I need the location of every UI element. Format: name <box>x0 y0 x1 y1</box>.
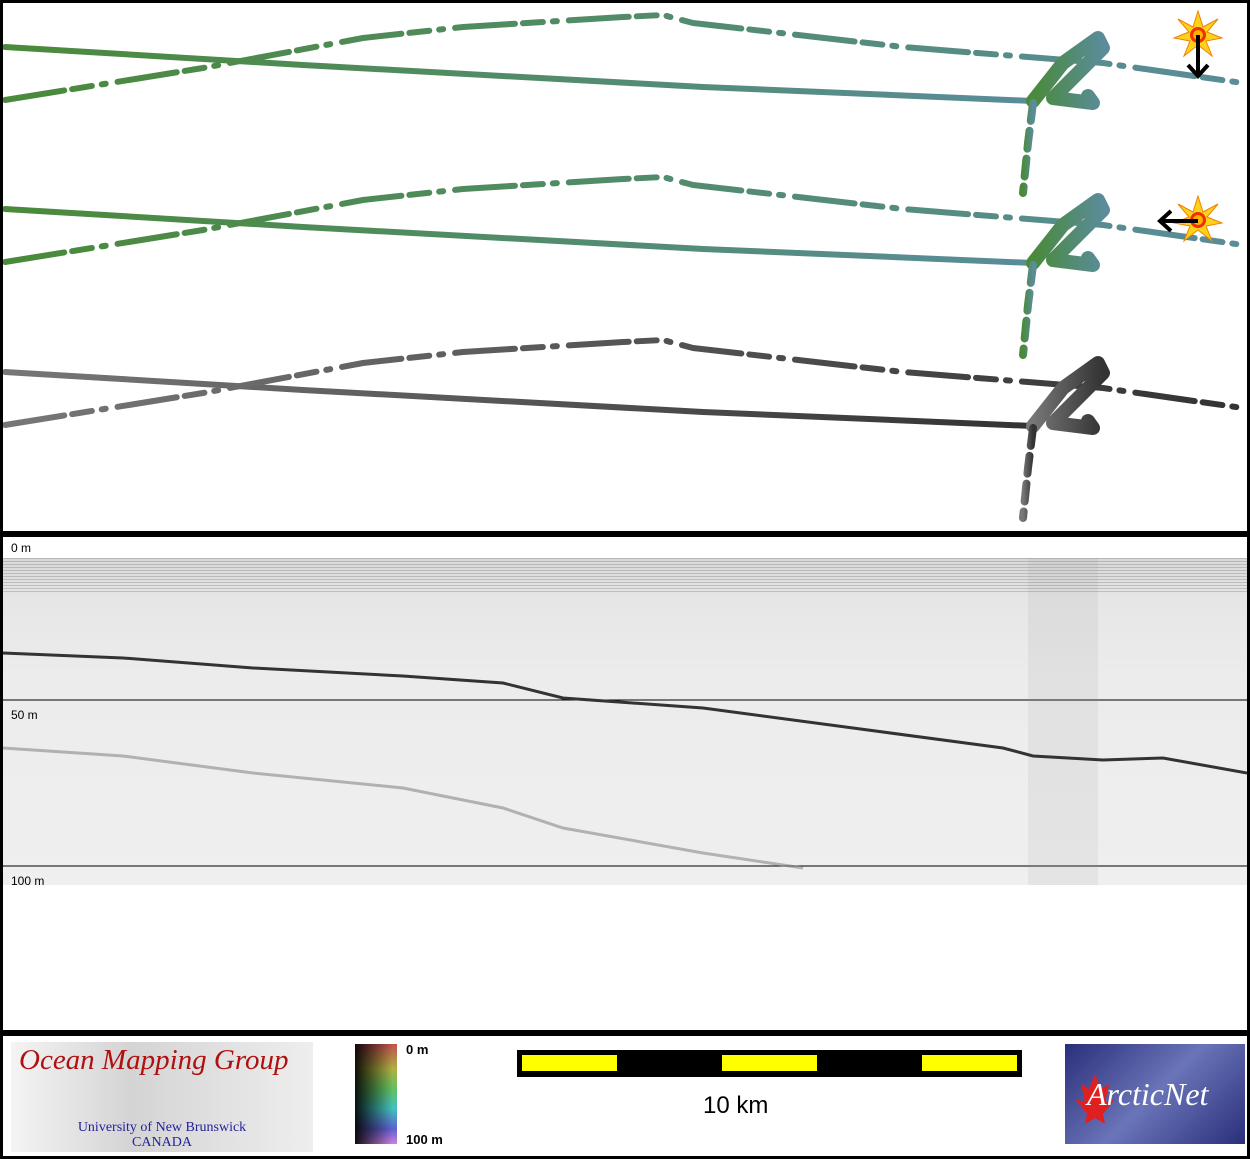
track-map <box>3 3 1247 531</box>
track-rendering-2 <box>3 174 1246 359</box>
survey-track <box>1019 261 1037 359</box>
depth-label-100: 100 m <box>11 874 45 888</box>
ocean-mapping-group-logo: Ocean Mapping Group University of New Br… <box>11 1042 313 1152</box>
survey-track <box>1019 424 1037 522</box>
colorbar-bottom-label: 100 m <box>406 1132 443 1147</box>
org-title: Ocean Mapping Group <box>19 1044 289 1076</box>
survey-track <box>3 174 1246 265</box>
survey-track <box>3 44 1036 104</box>
arrow-left-icon <box>1157 209 1198 233</box>
arrow-down-icon <box>1186 35 1210 79</box>
divider <box>0 531 1250 537</box>
sonar-profile-panel: 0 m 50 m 100 m <box>3 537 1247 1030</box>
depth-colorbar <box>355 1044 397 1144</box>
track-rendering-1 <box>3 12 1246 197</box>
org-country: CANADA <box>132 1135 192 1150</box>
survey-track <box>3 337 1246 428</box>
depth-label-0: 0 m <box>11 541 32 555</box>
arcticnet-logo: ArcticNet <box>1065 1044 1245 1144</box>
depth-label-50: 50 m <box>11 708 38 722</box>
survey-track <box>3 206 1036 266</box>
colorbar-top-label: 0 m <box>406 1042 429 1057</box>
sonar-image <box>3 558 1247 885</box>
survey-track <box>3 12 1246 103</box>
legend-panel: Ocean Mapping Group University of New Br… <box>3 1036 1247 1156</box>
scale-label: 10 km <box>703 1092 769 1119</box>
survey-track <box>3 369 1036 429</box>
scale-bar <box>517 1050 1022 1077</box>
survey-turn <box>1026 31 1110 110</box>
survey-turn <box>1026 356 1110 435</box>
org-subtitle: University of New Brunswick <box>77 1120 247 1135</box>
arcticnet-text: ArcticNet <box>1087 1076 1209 1112</box>
track-rendering-3 <box>3 337 1246 522</box>
seabed-reflector <box>3 651 1247 775</box>
survey-track <box>1019 99 1037 197</box>
divider <box>0 1030 1250 1036</box>
seabed-multiple <box>3 746 804 870</box>
survey-turn <box>1026 193 1110 272</box>
